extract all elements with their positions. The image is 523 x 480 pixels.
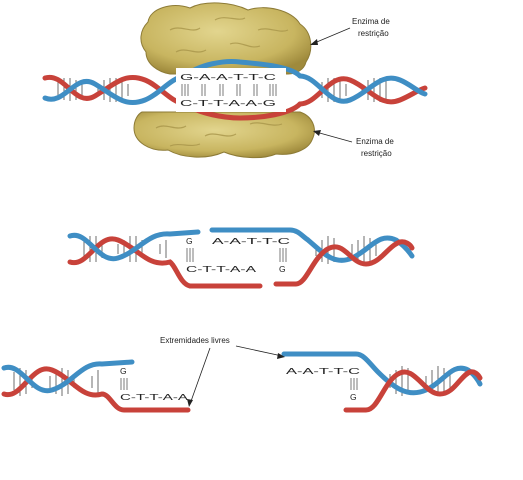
stage-1-base-panel bbox=[176, 68, 286, 112]
enzyme-bottom-texture bbox=[155, 122, 283, 147]
stage-1-left-blue-strand bbox=[42, 73, 188, 106]
stage-3-free-ends: G C-T-T-A-A A-A-T-T-C G Extremidades liv… bbox=[1, 336, 483, 413]
enzyme-top-texture bbox=[169, 17, 289, 53]
stage-3-left-pair-bars bbox=[120, 378, 128, 390]
stage-2-right-fragment bbox=[209, 227, 415, 287]
free-ends-label: Extremidades livres bbox=[160, 336, 230, 345]
stage-1-center-blue-strand bbox=[182, 59, 303, 79]
stage-3-right-red-strand bbox=[343, 369, 483, 413]
free-ends-arrow-left bbox=[187, 347, 211, 407]
stage-3-right-pair-bars bbox=[350, 378, 358, 390]
enzyme-top-label-line-2: restrição bbox=[358, 29, 389, 38]
enzyme-bottom-label-line-1: Enzima de bbox=[356, 137, 394, 146]
stage-2-cut-dna: G C-T-T-A-A A-A-T-T-C G bbox=[67, 227, 415, 289]
stage-1-left-helix bbox=[42, 73, 188, 107]
stage-3-left-fragment bbox=[1, 359, 191, 413]
stage-3-left-top-base: G bbox=[120, 366, 127, 376]
stage-1-dna-with-enzyme: G-A-A-T-T-C C-T-T-A-A-G Enzima de restri… bbox=[42, 2, 428, 159]
stage-3-right-top-sequence: A-A-T-T-C bbox=[286, 366, 360, 376]
enzyme-bottom-label: Enzima de restrição bbox=[356, 137, 394, 158]
enzyme-bottom-label-line-2: restrição bbox=[361, 149, 392, 158]
stage-2-left-bottom-sequence: C-T-T-A-A bbox=[186, 264, 257, 274]
stage-2-left-blue-strand bbox=[67, 229, 201, 262]
enzyme-bottom-arrow bbox=[313, 130, 353, 143]
enzyme-top-arrow bbox=[310, 27, 351, 45]
stage-1-pair-bars bbox=[181, 84, 277, 96]
enzyme-top-icon bbox=[140, 2, 312, 75]
stage-2-right-red-strand bbox=[273, 239, 415, 287]
stage-1-top-sequence: G-A-A-T-T-C bbox=[180, 72, 276, 82]
stage-1-bottom-sequence: C-T-T-A-A-G bbox=[180, 98, 276, 108]
stage-3-left-blue-strand bbox=[1, 359, 135, 394]
stage-1-left-red-strand bbox=[42, 74, 188, 107]
free-ends-arrow-right bbox=[235, 345, 285, 359]
stage-2-right-pair-bars bbox=[279, 248, 287, 262]
stage-2-left-pair-bars bbox=[186, 248, 194, 262]
stage-2-right-top-sequence: A-A-T-T-C bbox=[212, 236, 290, 246]
stage-3-left-red-strand bbox=[1, 366, 191, 413]
stage-1-right-helix bbox=[297, 73, 428, 107]
stage-2-left-fragment bbox=[67, 229, 263, 289]
enzyme-top-label-line-1: Enzima de bbox=[352, 17, 390, 26]
stage-3-right-bottom-base: G bbox=[350, 392, 357, 402]
stage-2-right-bottom-base: G bbox=[279, 264, 286, 274]
stage-1-right-blue-strand bbox=[297, 73, 428, 104]
enzyme-bottom-icon bbox=[133, 111, 315, 159]
stage-3-left-bottom-sequence: C-T-T-A-A bbox=[120, 392, 189, 402]
stage-3-right-fragment bbox=[281, 351, 483, 413]
stage-2-left-top-base: G bbox=[186, 236, 193, 246]
enzyme-top-label: Enzima de restrição bbox=[352, 17, 390, 38]
